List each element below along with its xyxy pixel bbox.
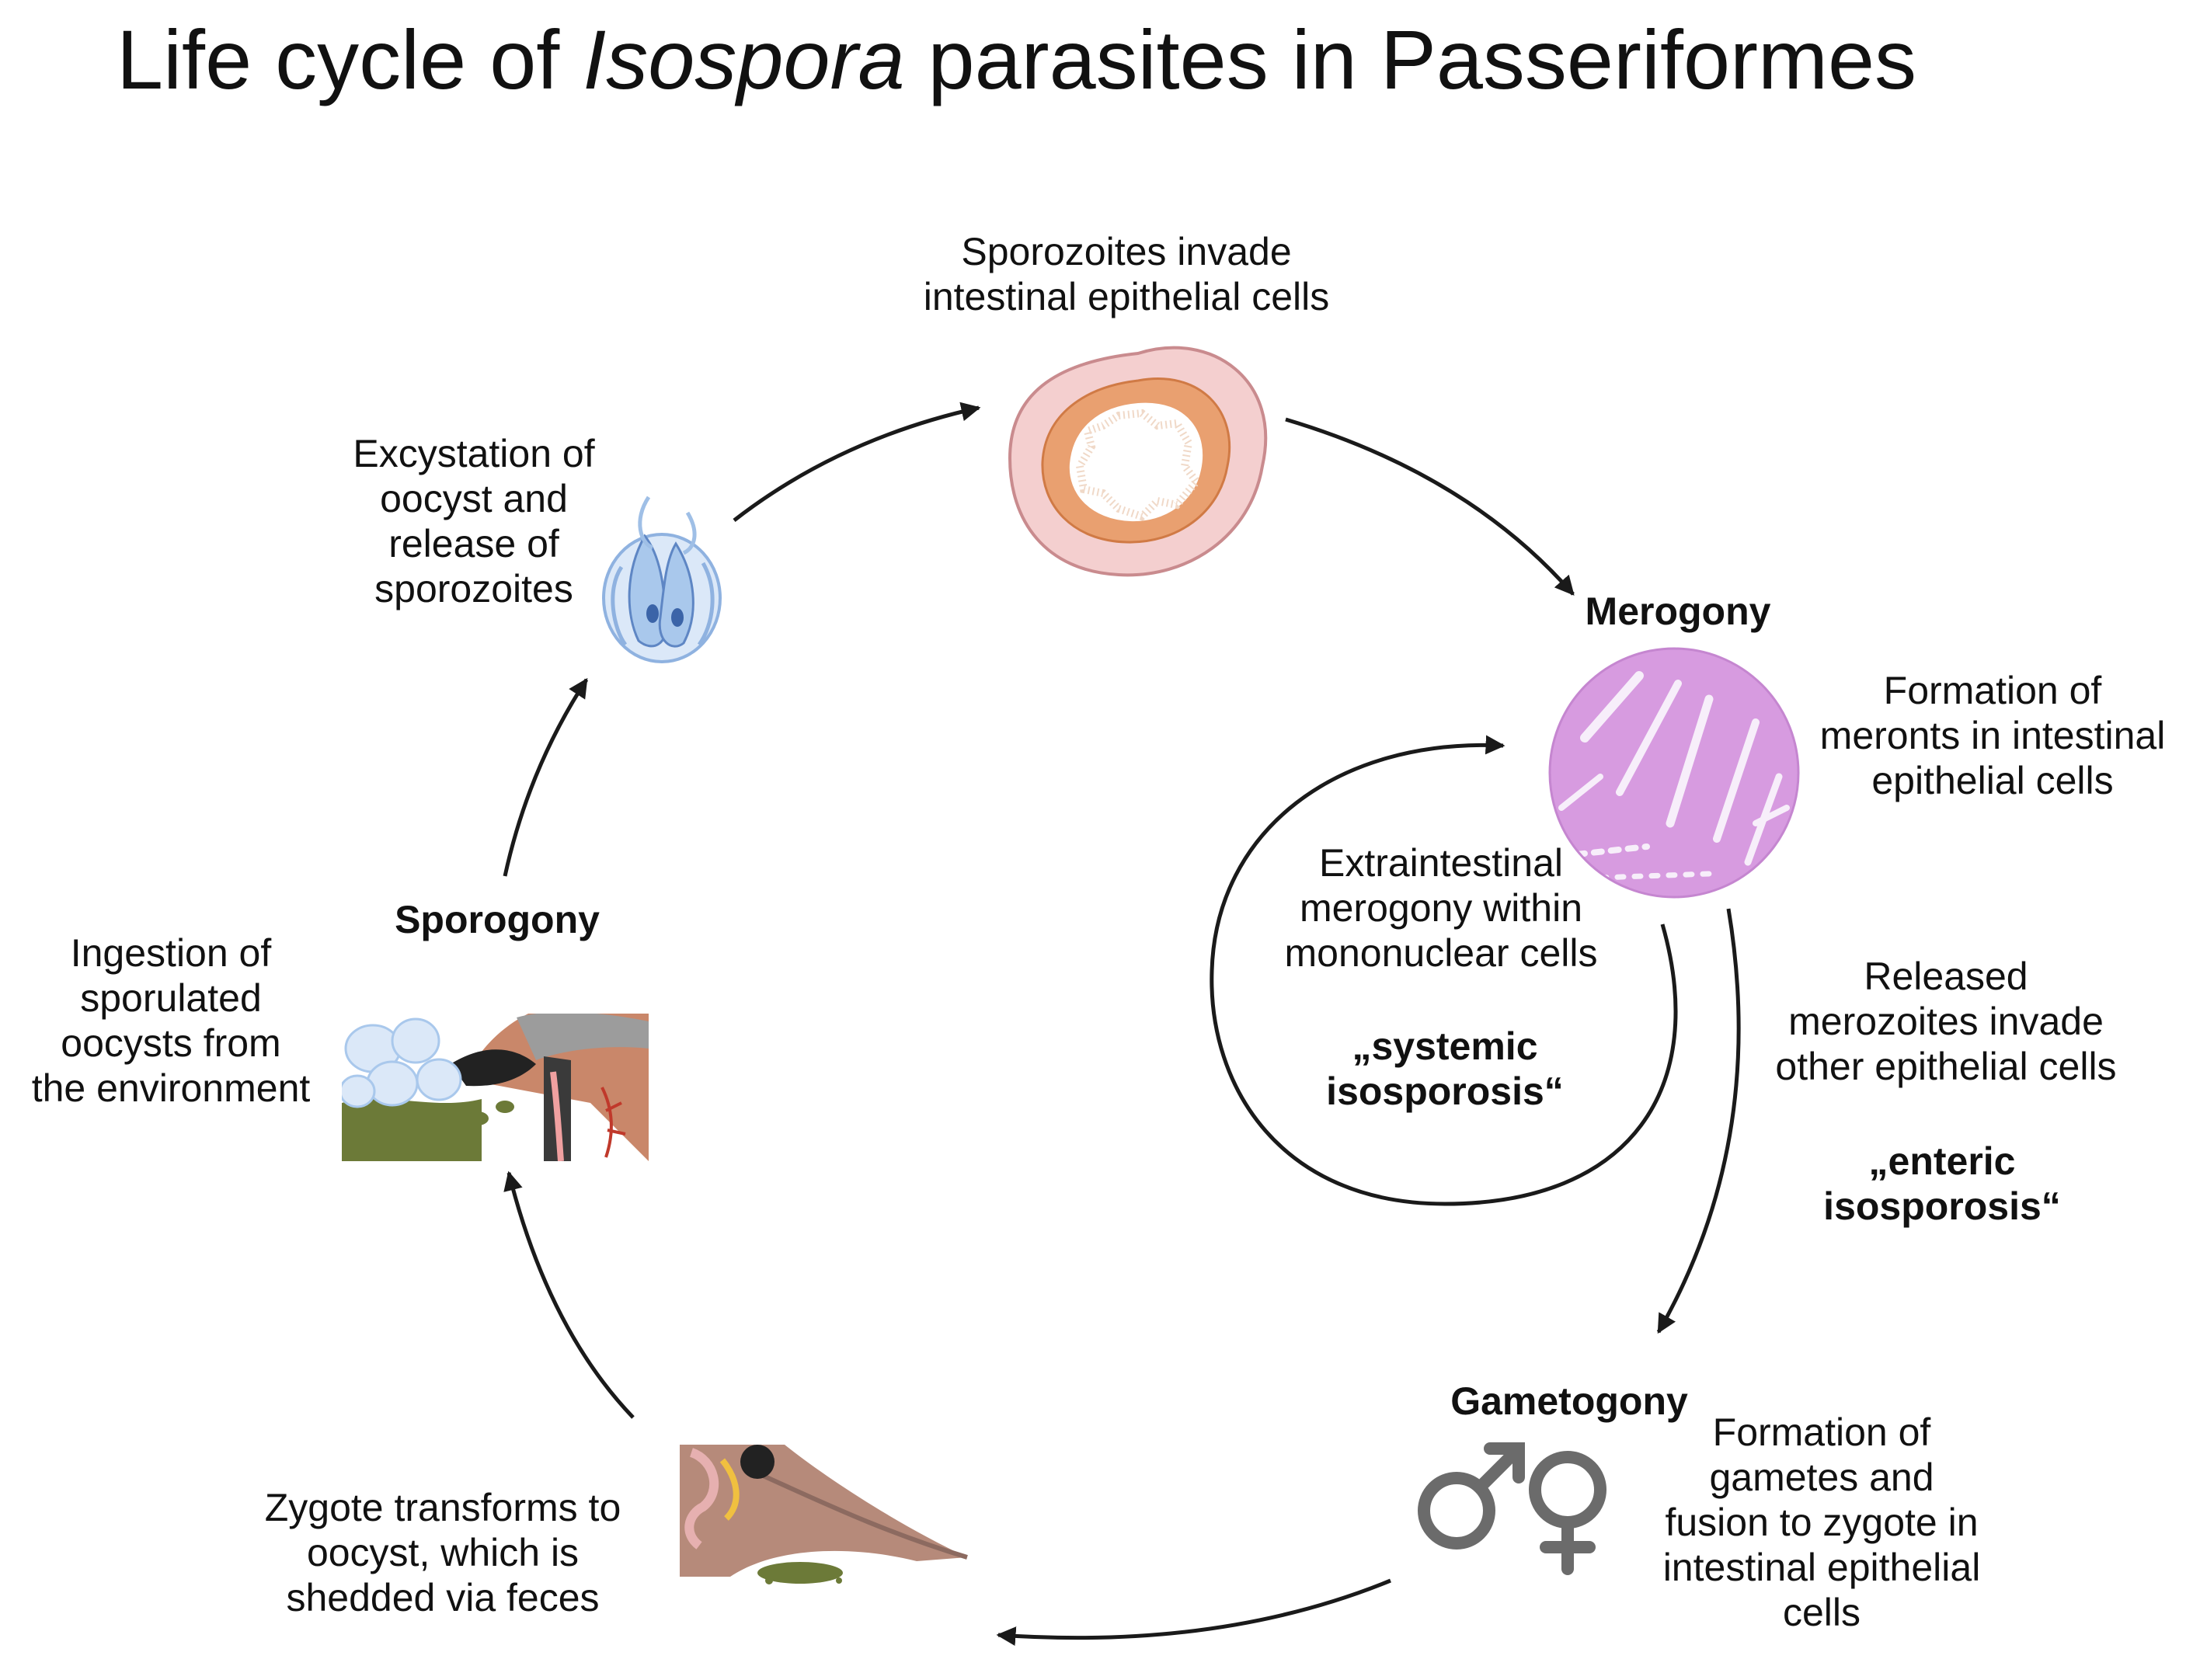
label-sporogony: Sporogony	[395, 898, 600, 941]
merogony-histology-icon	[1548, 647, 1800, 899]
label-sporozoites-invade: Sporozoites invade intestinal epithelial…	[923, 230, 1330, 318]
label-released-merozoites: Released merozoites invade other epithel…	[1775, 955, 2117, 1088]
label-excystation: Excystation of oocyst and release of spo…	[353, 432, 595, 610]
label-merogony: Merogony	[1585, 590, 1771, 633]
label-systemic-isosporosis: „systemic isosporosis“	[1326, 1024, 1564, 1113]
arrow-excystation-to-invasion	[733, 402, 981, 522]
arrow-shedding-to-ingestion	[503, 1170, 635, 1419]
page-title: Life cycle of Isospora parasites in Pass…	[117, 12, 1917, 106]
intestine-cross-section-icon	[1008, 346, 1268, 577]
bird-ingesting-oocysts-icon	[342, 1014, 649, 1161]
bird-shedding-feces-icon	[680, 1445, 975, 1588]
label-formation-gametes: Formation of gametes and fusion to zygot…	[1662, 1410, 1981, 1634]
arrow-systemic-loop	[1210, 735, 1678, 1206]
arrow-sporogony-to-excystation	[503, 677, 589, 877]
arrow-merogony-to-gametogony	[1656, 908, 1741, 1334]
label-extraintestinal: Extraintestinal merogony within mononucl…	[1284, 841, 1598, 975]
label-enteric-isosporosis: „enteric isosporosis“	[1823, 1139, 2061, 1228]
label-formation-meronts: Formation of meronts in intestinal epith…	[1819, 669, 2166, 802]
sporozoite-oocyst-icon	[602, 496, 722, 663]
arrow-invasion-to-merogony	[1285, 417, 1575, 596]
male-symbol-icon	[1418, 1442, 1525, 1550]
label-ingestion: Ingestion of sporulated oocysts from the…	[31, 931, 311, 1110]
male-female-symbol-icon	[1418, 1442, 1606, 1575]
label-gametogony: Gametogony	[1450, 1379, 1688, 1423]
arrow-gametogony-to-shedding	[996, 1578, 1391, 1647]
label-zygote: Zygote transforms to oocyst, which is sh…	[264, 1486, 621, 1619]
female-symbol-icon	[1529, 1451, 1606, 1575]
